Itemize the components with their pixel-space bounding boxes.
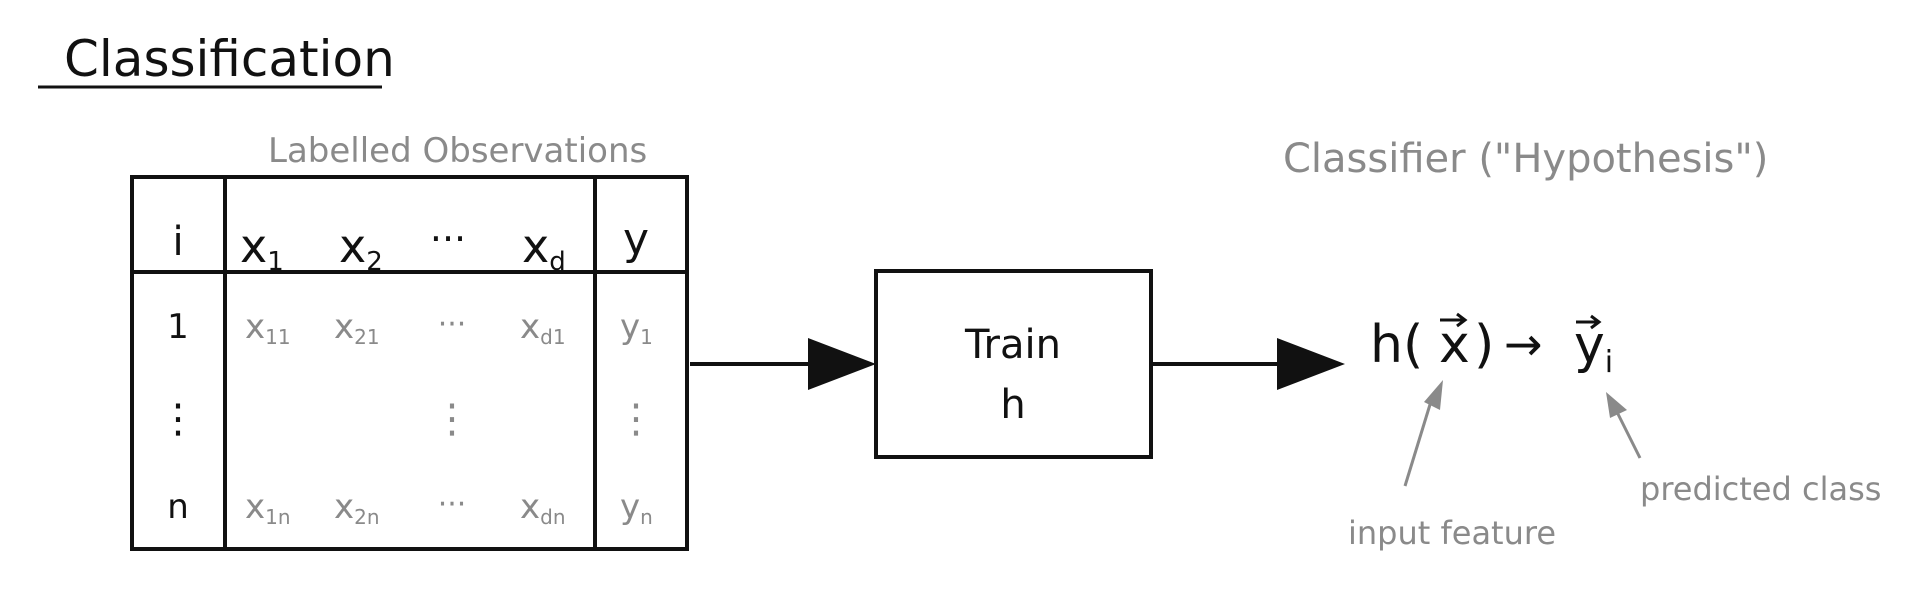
rown-c1-sub: 1n	[265, 505, 290, 529]
row1-y-base: y	[620, 307, 640, 347]
rown-c2-sub: 2n	[354, 505, 379, 529]
predicted-class-pointer-head	[1606, 392, 1627, 418]
row1-c1-base: x	[245, 307, 265, 347]
rown-c1-base: x	[245, 487, 265, 527]
formula-y-base: y	[1574, 315, 1605, 375]
header-x1: x1	[240, 219, 284, 277]
rown-y: yn	[620, 487, 653, 529]
header-x1-sub: 1	[267, 247, 284, 277]
rown-c3: xdn	[520, 487, 566, 529]
formula-y: yi	[1574, 315, 1613, 380]
rown-c1: x1n	[245, 487, 291, 529]
input-feature-pointer-shaft	[1403, 397, 1434, 487]
input-feature-label: input feature	[1348, 514, 1556, 552]
formula-close: )	[1474, 315, 1494, 375]
rown-c2: x2n	[334, 487, 380, 529]
train-box-line2: h	[1000, 382, 1025, 428]
header-x2-sub: 2	[366, 247, 383, 277]
train-box-line1: Train	[964, 322, 1061, 368]
row1-y-sub: 1	[640, 325, 653, 349]
rown-c2-base: x	[334, 487, 354, 527]
header-x1-base: x	[240, 219, 267, 273]
row1-i: 1	[167, 307, 189, 347]
row-dots-mid: ⋮	[432, 396, 472, 442]
vector-arrow-y-head	[1590, 314, 1602, 330]
row1-dots: ···	[438, 307, 467, 342]
arrow-table-to-train-head	[808, 338, 876, 390]
row1-c2-base: x	[334, 307, 354, 347]
predicted-class-pointer-shaft	[1615, 411, 1642, 459]
row1-y: y1	[620, 307, 653, 349]
row1-c2-sub: 21	[354, 325, 379, 349]
header-xd-base: x	[522, 219, 549, 273]
rown-c3-sub: dn	[540, 505, 565, 529]
row1-c2: x21	[334, 307, 380, 349]
train-box	[874, 269, 1153, 459]
formula-h: h(	[1370, 315, 1423, 375]
row1-c1-sub: 11	[265, 325, 290, 349]
vector-arrow-x-head	[1456, 312, 1468, 328]
row1-c3-sub: d1	[540, 325, 565, 349]
predicted-class-label: predicted class	[1640, 470, 1881, 508]
header-xd: xd	[522, 219, 566, 277]
row1-c3-base: x	[520, 307, 540, 347]
header-y: y	[623, 214, 649, 265]
header-x2: x2	[339, 219, 383, 277]
header-xd-sub: d	[549, 247, 566, 277]
rown-c3-base: x	[520, 487, 540, 527]
table-caption: Labelled Observations	[268, 131, 647, 171]
arrow-train-to-classifier-head	[1277, 338, 1345, 390]
row-dots-y: ⋮	[616, 396, 656, 442]
formula-y-sub: i	[1605, 345, 1613, 380]
header-i: i	[172, 219, 183, 265]
rown-i: n	[167, 487, 189, 527]
rown-y-sub: n	[640, 505, 653, 529]
row1-c1: x11	[245, 307, 291, 349]
row1-c3: xd1	[520, 307, 566, 349]
formula-x: x	[1439, 315, 1470, 375]
header-ellipsis: ···	[430, 217, 466, 261]
page-title: Classification	[64, 30, 395, 88]
rown-dots: ···	[438, 487, 467, 522]
input-feature-pointer-head	[1424, 380, 1443, 410]
header-x2-base: x	[339, 219, 366, 273]
classifier-formula: h( x ) → yi	[1370, 312, 1613, 380]
classifier-caption: Classifier ("Hypothesis")	[1283, 136, 1768, 182]
rown-y-base: y	[620, 487, 640, 527]
row-dots-i: ⋮	[158, 396, 198, 442]
observation-table	[130, 175, 689, 551]
table-border	[130, 175, 689, 551]
formula-arrow: →	[1504, 317, 1543, 371]
